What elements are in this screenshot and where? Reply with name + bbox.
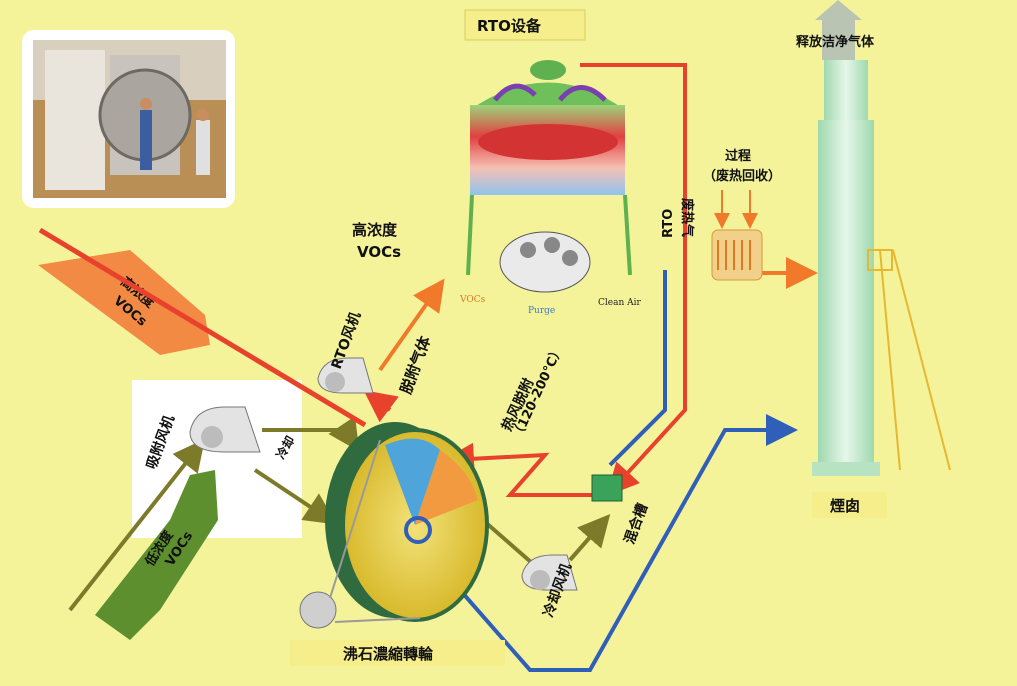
rto-vessel-icon xyxy=(464,9,632,293)
release-clean-gas-label: 释放洁净气体 xyxy=(796,34,875,50)
high-conc-label-1: 高浓度 xyxy=(352,221,398,239)
process-label-2: （废热回收） xyxy=(703,168,781,184)
fan-icon xyxy=(521,554,578,591)
low-conc-arrow xyxy=(95,380,302,640)
mixing-tank-label: 混合槽 xyxy=(621,501,651,546)
high-conc-arrow xyxy=(38,250,210,355)
fan-icon xyxy=(189,406,261,453)
rto-waste-heat-label-2: 废热气 xyxy=(679,198,695,237)
mixing-tank-icon xyxy=(591,474,623,502)
heat-exchanger-icon xyxy=(711,229,763,281)
clean-air-label: Clean Air xyxy=(598,298,641,308)
chimney-label-box xyxy=(812,492,887,518)
rto-equipment-title: RTO设备 xyxy=(477,17,542,35)
zeolite-rotor-label: 沸石濃縮轉輪 xyxy=(343,645,434,663)
rotor-label-box xyxy=(290,640,505,666)
chimney-icon xyxy=(812,0,951,476)
chimney-label: 煙囱 xyxy=(830,497,860,515)
desorb-gas-label: 脱附气体 xyxy=(397,333,435,396)
vocs-small-label: VOCs xyxy=(459,295,486,305)
photo-inset xyxy=(22,30,235,208)
high-conc-label-2: VOCs xyxy=(357,243,401,261)
rto-waste-heat-label-1: RTO xyxy=(661,209,676,238)
process-label-1: 过程 xyxy=(725,148,751,164)
purge-label: Purge xyxy=(528,306,555,316)
rotor-wheel-icon xyxy=(299,422,489,629)
fan-icon xyxy=(317,357,374,394)
